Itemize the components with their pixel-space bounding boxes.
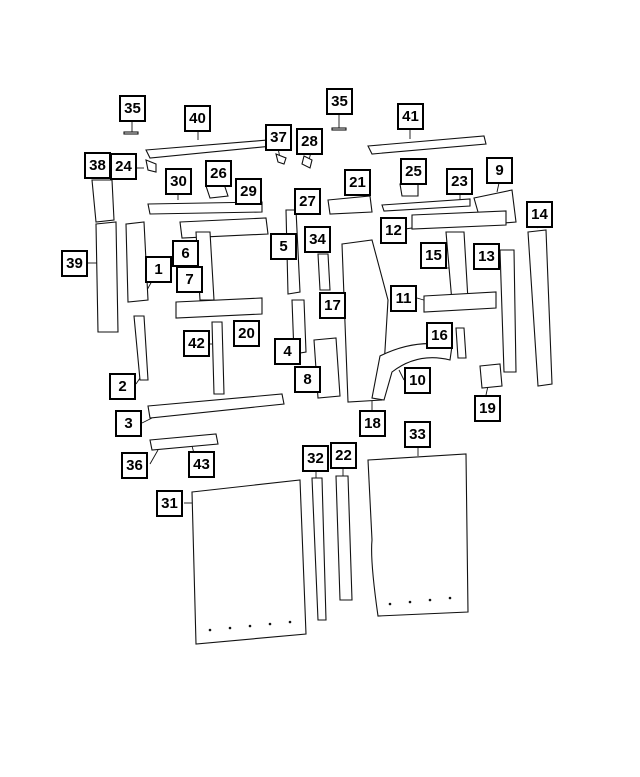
- callout-19[interactable]: 19: [474, 395, 501, 422]
- panel-holes: [208, 596, 452, 632]
- callout-12[interactable]: 12: [380, 217, 407, 244]
- part-12: [411, 210, 507, 230]
- part-41-roof-rail: [367, 135, 487, 155]
- part-2: [133, 315, 149, 381]
- part-40-roof-rail: [145, 139, 273, 159]
- callout-37[interactable]: 37: [265, 124, 292, 151]
- part-17: [341, 239, 389, 403]
- callout-6[interactable]: 6: [172, 240, 199, 267]
- callout-8[interactable]: 8: [294, 366, 321, 393]
- callout-33[interactable]: 33: [404, 421, 431, 448]
- callout-22[interactable]: 22: [330, 442, 357, 469]
- callout-4[interactable]: 4: [274, 338, 301, 365]
- part-39: [95, 221, 119, 333]
- part-21: [327, 195, 373, 215]
- part-15: [445, 231, 469, 303]
- part-42: [211, 321, 225, 395]
- callout-39[interactable]: 39: [61, 250, 88, 277]
- callout-17[interactable]: 17: [319, 292, 346, 319]
- part-3: [147, 393, 285, 419]
- callout-9[interactable]: 9: [486, 157, 513, 184]
- callout-3[interactable]: 3: [115, 410, 142, 437]
- part-34: [317, 253, 331, 291]
- callout-36[interactable]: 36: [121, 452, 148, 479]
- part-35-right: [331, 127, 347, 131]
- callout-21[interactable]: 21: [344, 169, 371, 196]
- callout-42[interactable]: 42: [183, 330, 210, 357]
- callout-41[interactable]: 41: [397, 103, 424, 130]
- callout-31[interactable]: 31: [156, 490, 183, 517]
- callout-32[interactable]: 32: [302, 445, 329, 472]
- part-10: [371, 343, 453, 401]
- callout-1[interactable]: 1: [145, 256, 172, 283]
- callout-24[interactable]: 24: [110, 153, 137, 180]
- callout-25[interactable]: 25: [400, 158, 427, 185]
- callout-35[interactable]: 35: [119, 95, 146, 122]
- part-22: [335, 475, 353, 601]
- part-35-left: [123, 131, 139, 135]
- part-33-panel: [367, 453, 469, 617]
- part-30-29-rail: [147, 201, 263, 215]
- part-28: [301, 155, 313, 169]
- callout-14[interactable]: 14: [526, 201, 553, 228]
- callout-7[interactable]: 7: [176, 266, 203, 293]
- callout-29[interactable]: 29: [235, 178, 262, 205]
- part-14: [527, 229, 553, 387]
- callout-30[interactable]: 30: [165, 168, 192, 195]
- part-25: [399, 183, 419, 197]
- callout-40[interactable]: 40: [184, 105, 211, 132]
- part-38: [91, 179, 115, 223]
- part-1: [125, 221, 149, 303]
- part-19: [479, 363, 503, 389]
- callout-27[interactable]: 27: [294, 188, 321, 215]
- callout-26[interactable]: 26: [205, 160, 232, 187]
- part-31-panel: [191, 479, 307, 645]
- callout-16[interactable]: 16: [426, 322, 453, 349]
- part-36-43: [149, 433, 219, 451]
- part-24: [145, 159, 157, 173]
- callout-2[interactable]: 2: [109, 373, 136, 400]
- part-6-strip: [179, 217, 269, 239]
- part-13: [499, 249, 517, 373]
- callout-23[interactable]: 23: [446, 168, 473, 195]
- callout-35[interactable]: 35: [326, 88, 353, 115]
- callout-10[interactable]: 10: [404, 367, 431, 394]
- callout-34[interactable]: 34: [304, 226, 331, 253]
- callout-20[interactable]: 20: [233, 320, 260, 347]
- callout-18[interactable]: 18: [359, 410, 386, 437]
- part-20-strip: [175, 297, 263, 319]
- callout-11[interactable]: 11: [390, 285, 417, 312]
- part-37: [275, 153, 287, 165]
- part-23: [381, 198, 471, 212]
- part-32: [311, 477, 327, 621]
- part-11: [423, 291, 497, 313]
- callout-43[interactable]: 43: [188, 451, 215, 478]
- callout-13[interactable]: 13: [473, 243, 500, 270]
- callout-5[interactable]: 5: [270, 233, 297, 260]
- callout-15[interactable]: 15: [420, 242, 447, 269]
- part-16: [455, 327, 467, 359]
- callout-38[interactable]: 38: [84, 152, 111, 179]
- callout-28[interactable]: 28: [296, 128, 323, 155]
